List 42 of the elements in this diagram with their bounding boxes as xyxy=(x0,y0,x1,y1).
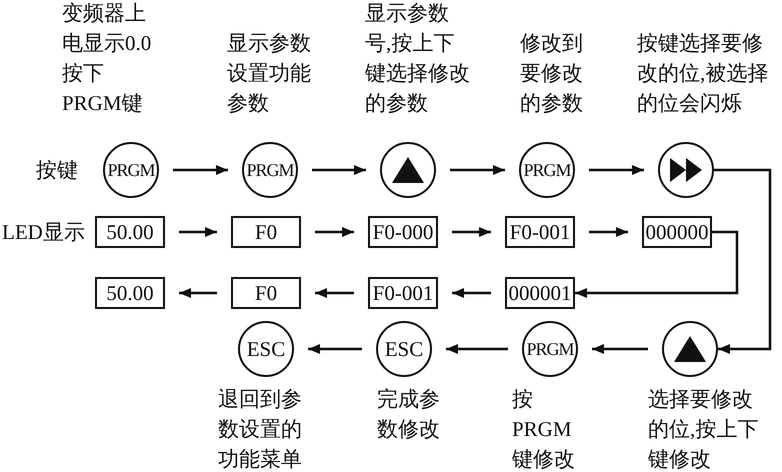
arrow xyxy=(714,168,772,354)
arrow xyxy=(179,288,217,298)
arrow xyxy=(315,227,354,237)
key-button: PRGM xyxy=(522,321,578,377)
led-display: 000000 xyxy=(642,216,712,248)
led-display: F0 xyxy=(231,277,301,309)
caption-text: 按键选择要修改的位,被选择的位会闪烁 xyxy=(637,30,770,117)
row-label: LED显示 xyxy=(2,219,85,246)
key-button: ESC xyxy=(238,321,294,377)
arrow xyxy=(179,227,217,237)
arrow xyxy=(446,344,508,354)
arrow xyxy=(312,165,366,175)
arrow xyxy=(592,344,648,354)
key-button: PRGM xyxy=(519,142,575,198)
led-display: 000001 xyxy=(505,277,575,309)
key-button: ESC xyxy=(376,321,432,377)
arrow xyxy=(575,230,738,298)
row-label: 按键 xyxy=(36,157,78,184)
caption-text: 完成参数修改 xyxy=(377,386,441,443)
caption-text: 变频器上电显示0.0按下PRGM键 xyxy=(62,0,152,117)
caption-text: 按PRGM键修改 xyxy=(512,386,576,472)
led-display: F0 xyxy=(231,216,301,248)
led-display: F0-001 xyxy=(505,216,575,248)
key-button: PRGM xyxy=(242,142,298,198)
caption-text: 显示参数号,按上下键选择修改的参数 xyxy=(365,0,471,117)
led-display: 50.00 xyxy=(95,277,165,309)
arrow xyxy=(308,344,362,354)
arrow xyxy=(452,288,491,298)
arrow xyxy=(173,165,228,175)
arrow xyxy=(589,165,644,175)
caption-text: 选择要修改的位,按上下键修改 xyxy=(648,386,760,472)
led-display: F0-000 xyxy=(368,216,438,248)
arrow xyxy=(452,227,491,237)
arrow xyxy=(450,165,505,175)
caption-text: 修改到要修改的参数 xyxy=(520,30,584,117)
caption-text: 显示参数设置功能参数 xyxy=(227,30,312,117)
led-display: 50.00 xyxy=(95,216,165,248)
led-display: F0-001 xyxy=(368,277,438,309)
arrow xyxy=(315,288,354,298)
caption-text: 退回到参数设置的功能菜单 xyxy=(218,386,303,472)
arrow xyxy=(589,227,628,237)
key-button: PRGM xyxy=(103,142,159,198)
